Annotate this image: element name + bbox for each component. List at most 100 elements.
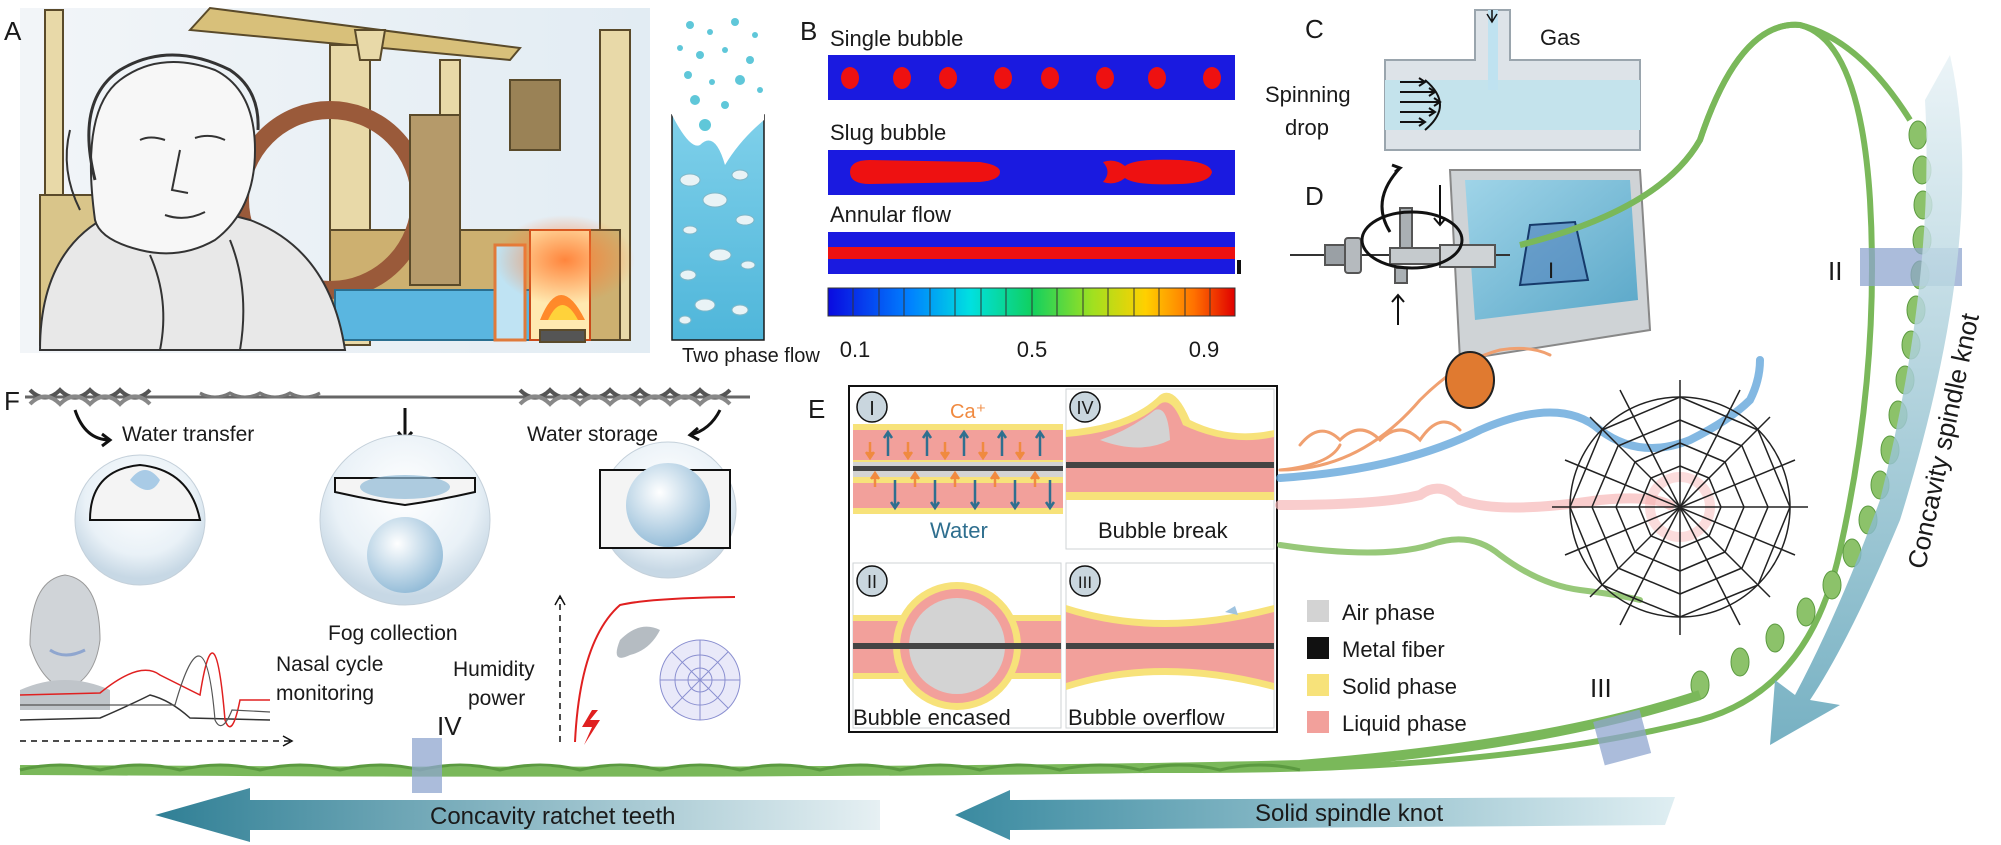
storage-droplet: [626, 463, 710, 547]
sub-panel-iv: IV Bubble break: [1065, 388, 1275, 550]
panel-b: B Single bubble Slug bubble Annular flow: [800, 16, 1241, 362]
droplets: [677, 18, 763, 131]
time-axis-arrow: [282, 735, 294, 747]
nasal-signal-red: [19, 652, 270, 728]
ca-label: Ca⁺: [950, 401, 986, 423]
annular-flow-label: Annular flow: [830, 202, 951, 227]
ratchet-teeth: [19, 763, 1301, 772]
single-bubble-tube: [828, 55, 1235, 100]
gas-flow-arrow: [1486, 10, 1498, 24]
nasal-cycle-label: Nasal cycle: [276, 653, 383, 676]
valve-highlight-ellipse: [1360, 210, 1464, 270]
legend-label-0: Air phase: [1342, 600, 1435, 625]
head-illustration: [20, 574, 110, 710]
spinning-label: Spinning: [1265, 82, 1351, 107]
panel-a-letter: A: [4, 16, 22, 46]
scale-mark: [1237, 260, 1241, 274]
bubble-encased-label: Bubble encased: [853, 705, 1011, 730]
single-bubble-label: Single bubble: [830, 26, 963, 51]
water-surface: [672, 110, 764, 165]
ratchet-arrow: [155, 788, 880, 842]
sub-iv-number: IV: [1076, 398, 1093, 418]
fog-droplet: [367, 517, 443, 593]
sub-panel-ii: II Bubble encased: [852, 562, 1062, 730]
legend-label-2: Solid phase: [1342, 674, 1457, 699]
panel-b-letter: B: [800, 16, 817, 46]
panel-f: F Water transfer Fog collection Water st…: [4, 386, 750, 747]
slug-bubble-1: [850, 160, 1000, 184]
power-curve: [574, 596, 736, 743]
power-axis-arrow: [554, 594, 566, 606]
portrait-illustration: [38, 53, 347, 351]
lightning-icon: [582, 710, 600, 745]
colorbar: [827, 287, 1236, 317]
ratchet-label: Concavity ratchet teeth: [430, 803, 675, 830]
colorbar-tick-2: 0.9: [1189, 337, 1220, 362]
fog-film: [360, 475, 450, 499]
water-transfer-label: Water transfer: [122, 423, 254, 446]
legend-label-1: Metal fiber: [1342, 637, 1445, 662]
legend-label-3: Liquid phase: [1342, 711, 1467, 736]
down-arrow: [1433, 185, 1447, 227]
gas-label: Gas: [1540, 25, 1580, 50]
humidity-label: Humidity: [453, 658, 535, 681]
annular-core: [828, 247, 1235, 259]
spider-web-illustration: [1552, 380, 1808, 635]
up-arrow: [1391, 293, 1405, 325]
gas-inlet: [1488, 10, 1498, 90]
sub-i-number: I: [869, 398, 875, 420]
twisted-fiber: [25, 387, 750, 407]
nasal-signal-black: [19, 694, 271, 721]
solid-spindle-arrow: [955, 790, 1675, 840]
water-storage-label: Water storage: [527, 423, 658, 446]
spinning-drop-arrows: [1400, 77, 1442, 131]
fiber-top-segment: [1519, 21, 1913, 248]
sub-panel-i: I Ca⁺ Water: [853, 391, 1063, 543]
slug-bubble-label: Slug bubble: [830, 120, 946, 145]
fog-collection-label: Fog collection: [328, 622, 458, 645]
legend-swatch-3: [1307, 711, 1329, 733]
marker-ii-label: II: [1828, 256, 1842, 286]
section-iii-marker: [1593, 709, 1652, 766]
storage-arrow: [687, 409, 722, 442]
bubbles: [678, 169, 756, 325]
panel-f-letter: F: [4, 386, 20, 416]
small-web-icon: [659, 639, 741, 721]
sub-iii-number: III: [1078, 573, 1092, 592]
two-phase-flow-label: Two phase flow: [682, 345, 820, 367]
transfer-cross-section: [88, 463, 202, 521]
transfer-arrow: [73, 409, 113, 448]
marker-iv-label: IV: [437, 711, 462, 741]
curved-direction-arrow: [1770, 55, 1963, 745]
legend-swatch-2: [1307, 674, 1329, 696]
rotation-arrow: [1380, 163, 1403, 233]
marker-i: I: [1548, 258, 1554, 283]
sub-panel-iii: III Bubble overflow: [1065, 562, 1275, 730]
transfer-droplet: [130, 470, 160, 490]
colorbar-tick-0: 0.1: [840, 337, 871, 362]
bubble-break-label: Bubble break: [1098, 518, 1229, 543]
nasal-signal-grey: [20, 655, 271, 727]
moth-cocoon-icon: [1445, 351, 1495, 409]
bubble-overflow-label: Bubble overflow: [1068, 705, 1225, 730]
panel-a: A: [4, 6, 650, 353]
injector-valve: [1290, 207, 1510, 284]
sub-ii-number: II: [867, 572, 877, 592]
solid-spindle-label: Solid spindle knot: [1255, 800, 1443, 827]
two-phase-flow-illustration: Two phase flow: [671, 18, 820, 367]
panel-d: D I: [1290, 163, 1652, 362]
panel-c: C Gas Spinning drop: [1265, 9, 1641, 151]
colorbar-tick-1: 0.5: [1017, 337, 1048, 362]
power-label: power: [468, 687, 525, 710]
panel-c-letter: C: [1305, 14, 1324, 44]
fog-cloud-icon: [616, 626, 660, 658]
single-bubbles: [841, 67, 1221, 89]
legend-swatch-0: [1307, 600, 1329, 622]
panel-e-letter: E: [808, 394, 825, 424]
monitoring-label: monitoring: [276, 682, 374, 705]
marker-iii-label: III: [1590, 673, 1612, 703]
panel-d-letter: D: [1305, 181, 1324, 211]
legend-swatch-1: [1307, 637, 1329, 659]
fire-glow: [495, 215, 635, 305]
